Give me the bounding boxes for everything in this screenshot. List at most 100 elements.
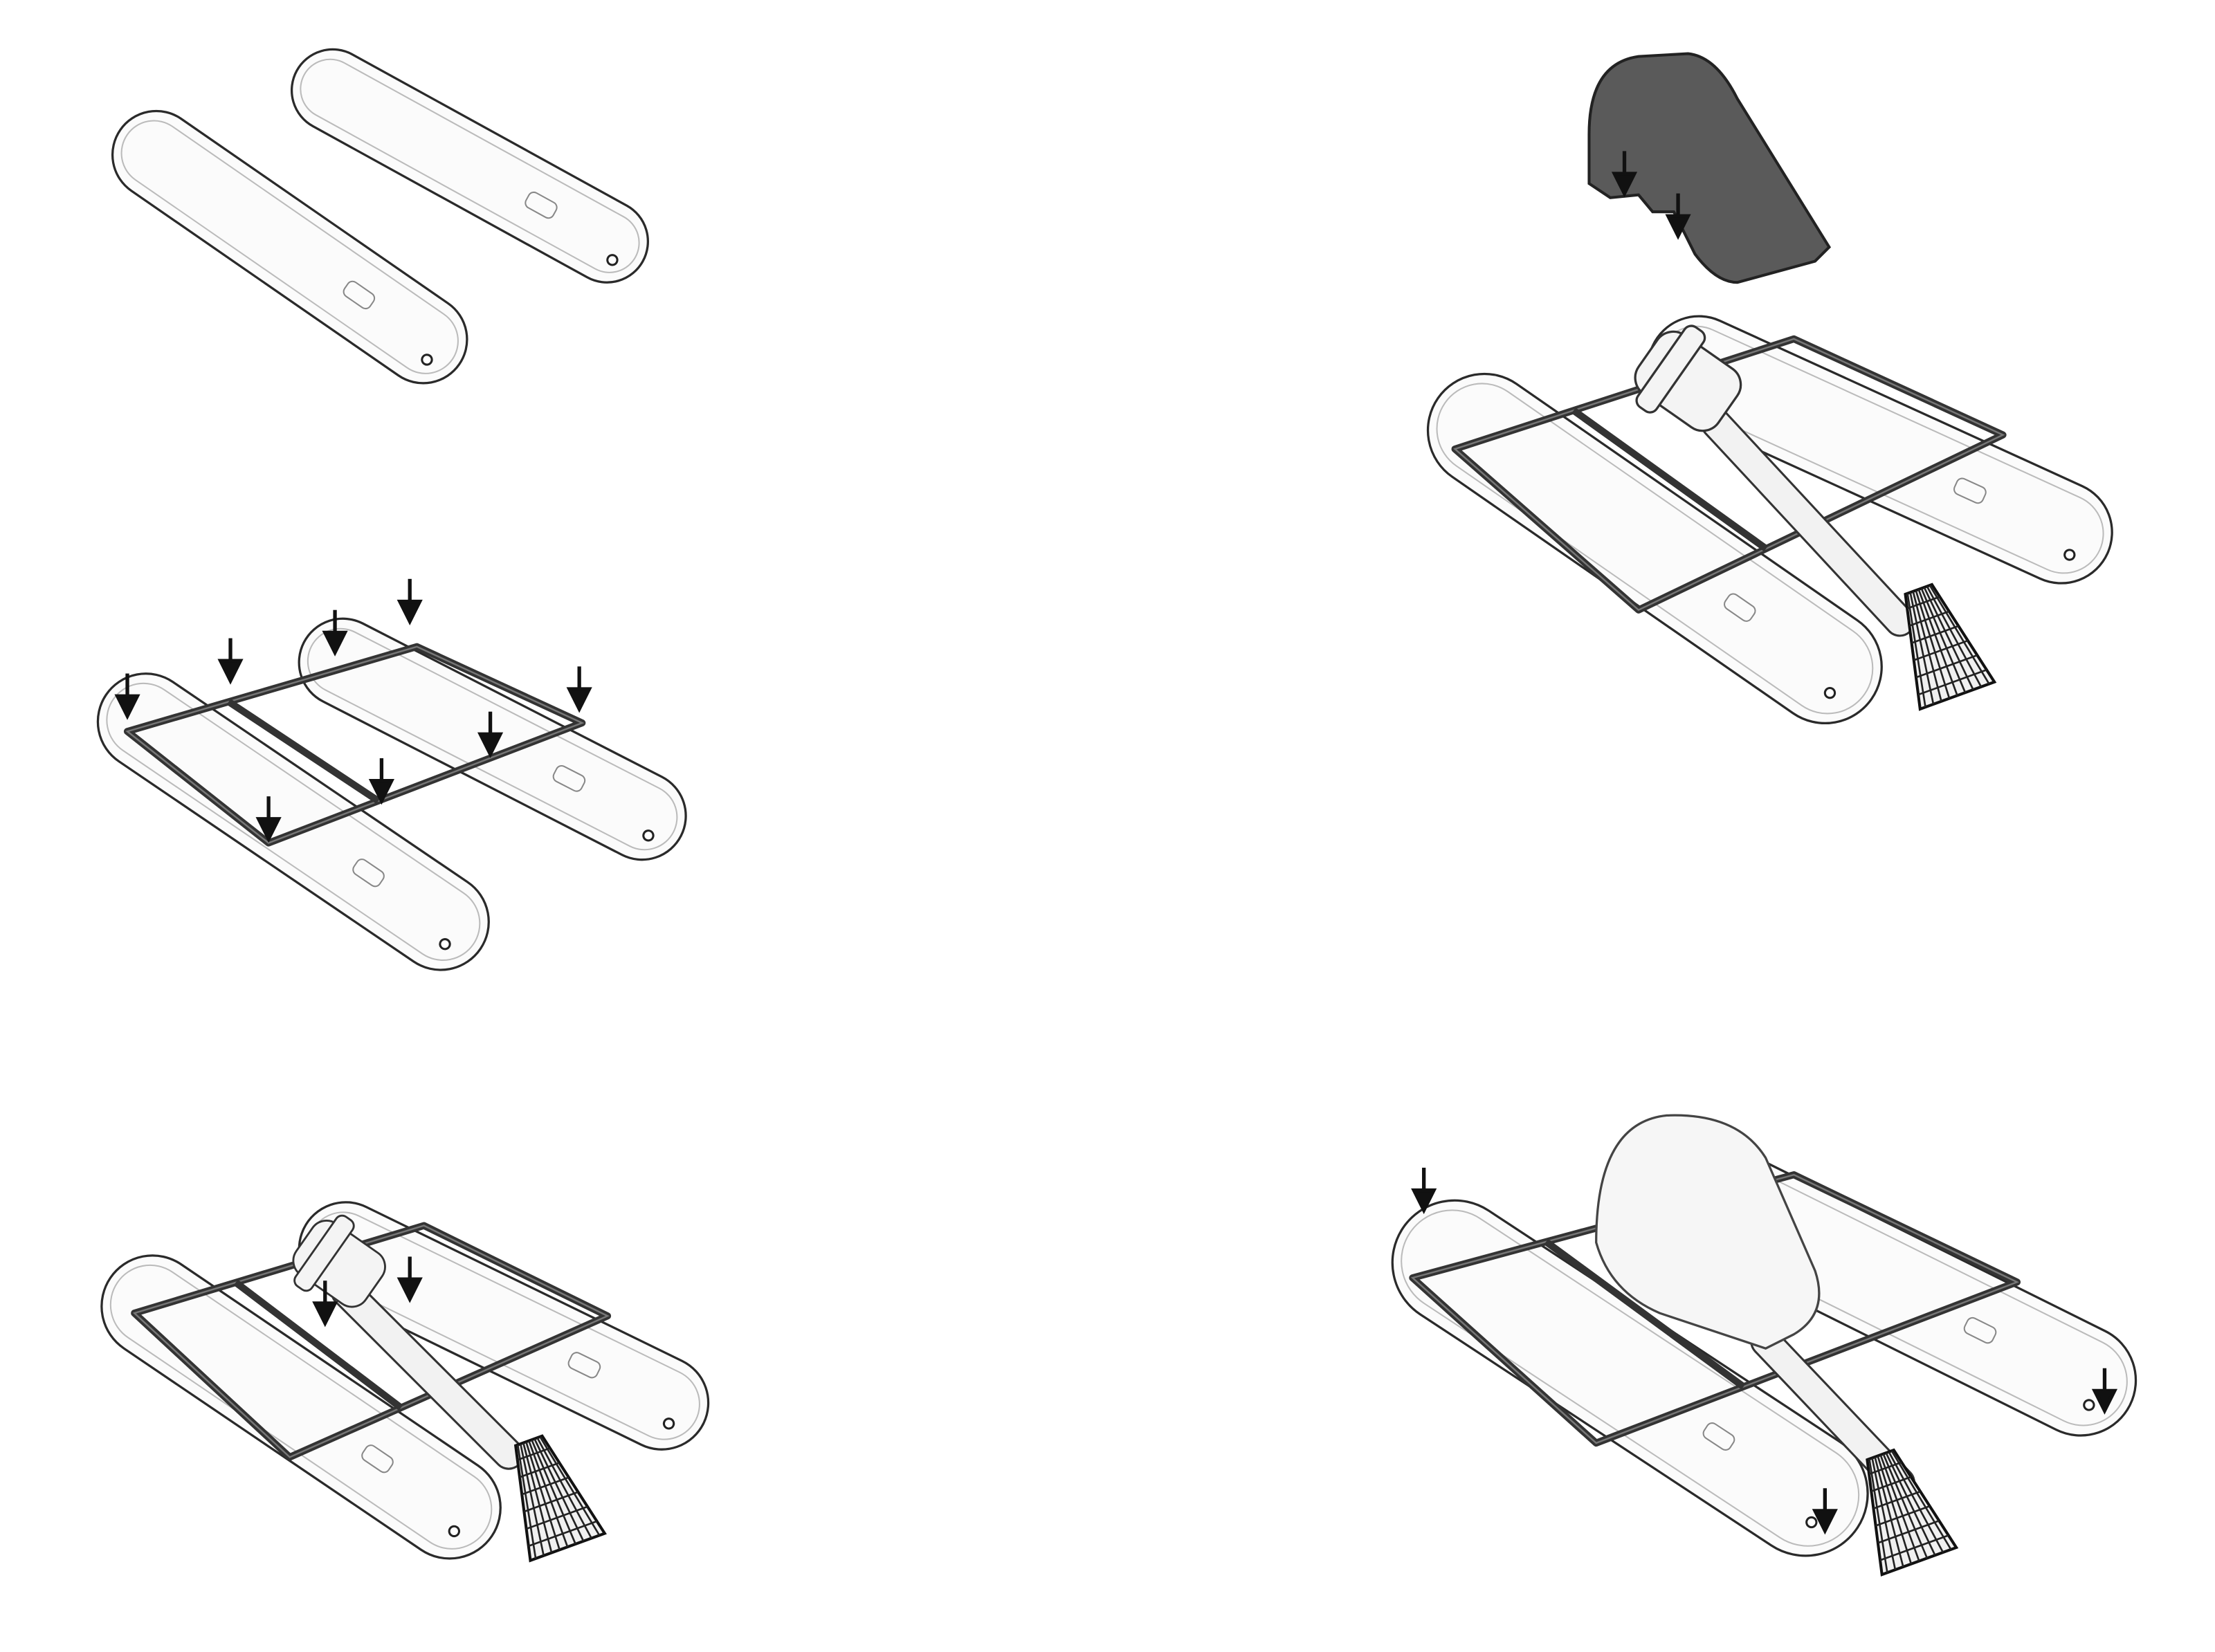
drain-plug-icon	[2063, 549, 2076, 561]
basket-rib	[1923, 587, 1974, 690]
pontoon	[100, 1254, 502, 1560]
pump-tube	[332, 1278, 522, 1468]
drain-plug-icon	[1805, 1516, 1818, 1529]
arrow-head-icon	[396, 599, 423, 625]
basket-rib	[1926, 585, 1982, 688]
basket-rib	[1879, 1454, 1920, 1561]
step-1-pontoons	[111, 48, 649, 385]
intake-basket	[513, 1434, 607, 1563]
pontoon-logo	[343, 280, 376, 310]
arrow-head-icon	[312, 1301, 338, 1328]
pontoon	[111, 109, 468, 385]
pump-tube	[1702, 410, 1913, 635]
basket-rib	[519, 1443, 545, 1556]
basket-ring	[1908, 610, 1950, 627]
basket-rib	[1929, 585, 1990, 685]
basket-ring	[523, 1491, 578, 1513]
arrow-head-icon	[396, 1277, 423, 1303]
basket-ring	[1913, 639, 1969, 661]
basket-ring	[528, 1520, 598, 1548]
frame-crossbar	[1544, 1238, 1746, 1390]
frame-crossbar	[233, 1279, 403, 1411]
pontoon-body	[111, 109, 468, 385]
pontoon-deck	[1401, 1209, 1860, 1547]
pontoon-logo	[1702, 1422, 1735, 1451]
arrow-head-icon	[114, 694, 140, 720]
drain-plug-icon	[662, 1417, 675, 1430]
arrow-head-icon	[1665, 214, 1691, 240]
basket-ring	[1879, 1534, 1949, 1561]
basket-rib	[1915, 590, 1951, 699]
arrow-head-icon	[217, 659, 244, 685]
basket-rib	[534, 1438, 585, 1542]
basket-rib	[1909, 592, 1935, 705]
step-4-cover-attach	[1426, 52, 2113, 725]
basket-rib	[1888, 1451, 1944, 1553]
basket-ring	[1911, 625, 1959, 644]
pontoon-logo	[567, 1352, 601, 1379]
pontoon-deck	[120, 120, 459, 374]
arrow-head-icon	[1411, 1188, 1437, 1215]
intake-basket	[1904, 582, 1997, 711]
pontoon-logo	[361, 1444, 394, 1474]
basket-rib	[1882, 1453, 1929, 1559]
arrow-head-icon	[1812, 1509, 1838, 1535]
frame-crossbar	[1571, 407, 1769, 552]
basket-rib	[1871, 1458, 1897, 1570]
motor-flange	[1635, 324, 1706, 414]
basket-ring	[1873, 1490, 1921, 1509]
pontoon	[96, 672, 490, 971]
pontoon-logo	[1963, 1316, 1997, 1344]
basket-rib	[1912, 591, 1942, 702]
basket-rib	[522, 1442, 553, 1553]
motor-housing	[1634, 330, 1742, 432]
pontoon-logo	[525, 191, 558, 219]
frame-inner	[125, 645, 585, 844]
intake-basket	[1866, 1448, 1959, 1577]
motor-cover	[1587, 52, 1832, 284]
frame-crossbar	[226, 699, 381, 805]
basket-ring	[517, 1447, 551, 1461]
step-3-motor-attach	[100, 1201, 710, 1563]
pontoon-logo	[1953, 477, 1987, 504]
pontoon-deck	[109, 1264, 493, 1550]
basket-rib	[1885, 1452, 1936, 1556]
basket-rib	[525, 1441, 560, 1550]
basket-ring	[1875, 1505, 1931, 1527]
pontoon	[290, 48, 649, 284]
basket-ring	[521, 1476, 569, 1496]
motor-cover-installed	[1595, 1114, 1821, 1350]
basket-rib	[539, 1436, 601, 1536]
drain-plug-icon	[642, 829, 655, 842]
pontoon-logo	[552, 764, 586, 792]
step-5-final-assembly	[1391, 1114, 2137, 1577]
basket-ring	[519, 1462, 560, 1478]
arrow-head-icon	[368, 779, 394, 805]
basket-ring	[526, 1505, 588, 1530]
basket-rib	[1890, 1450, 1952, 1550]
basket-rib	[516, 1444, 537, 1559]
arrow-head-icon	[2091, 1388, 2118, 1415]
pontoon-body	[96, 672, 490, 971]
drain-plug-icon	[421, 354, 433, 366]
motor	[292, 1214, 386, 1308]
pontoon-deck	[307, 627, 678, 851]
motor-flange	[293, 1214, 355, 1292]
pontoon-deck	[1436, 383, 1874, 715]
arrow-head-icon	[255, 817, 282, 843]
basket-ring	[1915, 654, 1978, 679]
pontoon-body	[100, 1254, 502, 1560]
drain-plug-icon	[2083, 1399, 2095, 1411]
arrow-head-icon	[477, 732, 504, 758]
basket-rib	[1877, 1456, 1913, 1565]
basket-ring	[1917, 668, 1987, 696]
drain-plug-icon	[448, 1525, 460, 1538]
basket-rib	[1920, 587, 1967, 693]
basket-rib	[1917, 589, 1958, 696]
arrow-head-icon	[1611, 172, 1638, 198]
drain-plug-icon	[1823, 686, 1836, 699]
basket-rib	[531, 1439, 576, 1545]
arrow-head-icon	[322, 630, 348, 657]
pontoon-deck	[300, 58, 640, 273]
basket-rib	[1868, 1458, 1888, 1573]
